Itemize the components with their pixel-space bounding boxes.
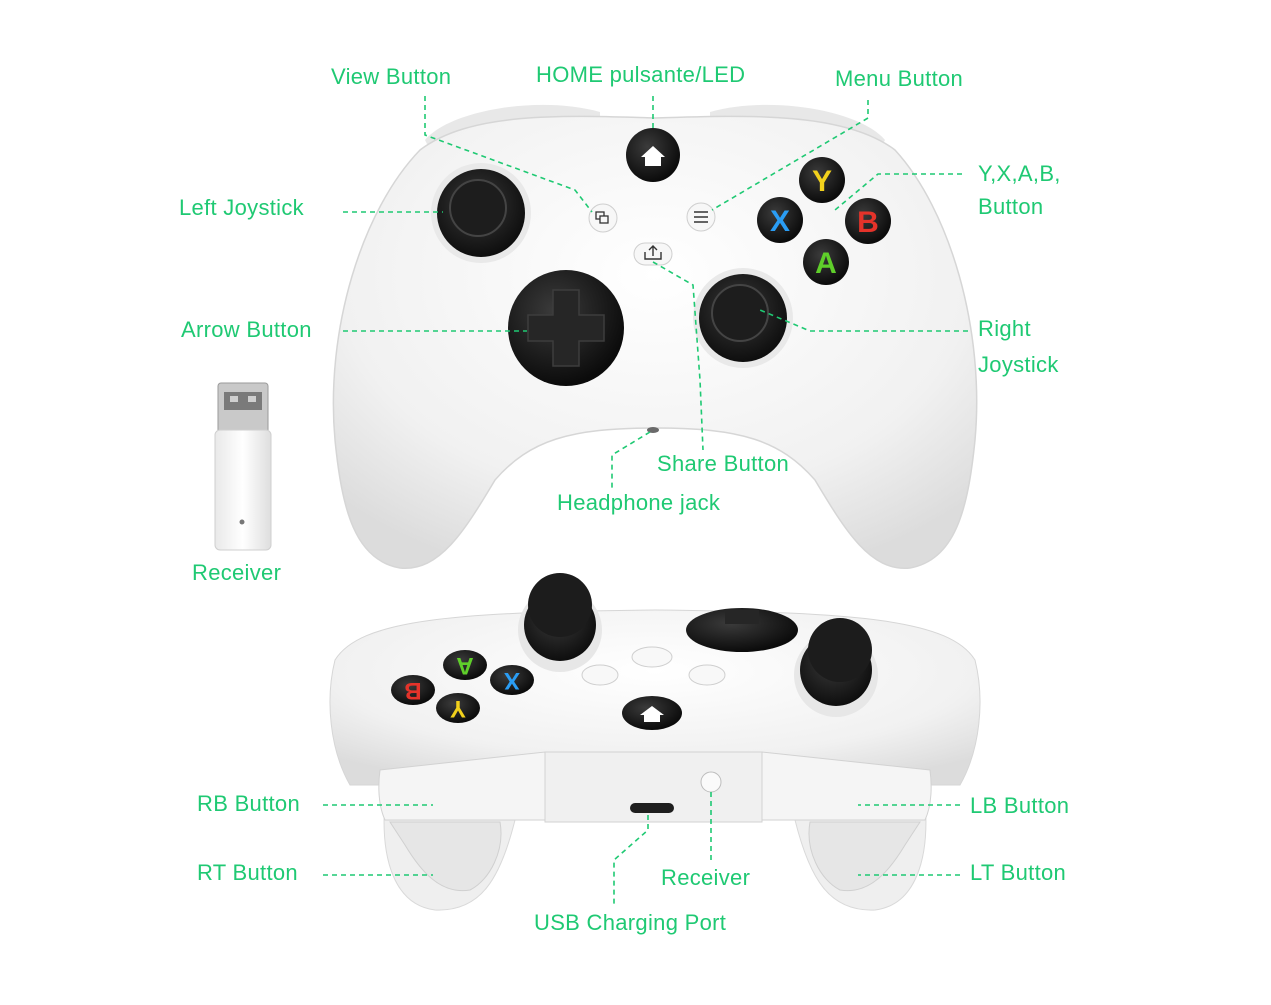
- label-rb-button: RB Button: [197, 791, 300, 816]
- leader-share: [652, 261, 704, 451]
- pair-button[interactable]: [700, 771, 722, 793]
- svg-text:X: X: [504, 667, 520, 694]
- x-button[interactable]: X: [757, 197, 803, 243]
- leader-menu: [711, 100, 869, 211]
- front-controller: Y X B A: [332, 104, 978, 569]
- leader-view: [424, 96, 593, 213]
- label-share-button: Share Button: [657, 451, 790, 476]
- back-view-dpad: [686, 608, 798, 652]
- svg-text:X: X: [770, 205, 790, 238]
- label-view-button: View Button: [331, 64, 452, 89]
- usb-charging-port: [630, 803, 674, 813]
- back-controller: A B X Y: [329, 573, 981, 911]
- svg-text:A: A: [815, 247, 837, 280]
- home-icon: [641, 146, 665, 166]
- rt-trigger[interactable]: [389, 821, 502, 892]
- label-yxab-line1: Y,X,A,B,: [978, 161, 1061, 186]
- svg-text:B: B: [857, 206, 879, 239]
- svg-text:Y: Y: [450, 695, 466, 722]
- receiver-dongle: [214, 382, 272, 551]
- label-right-joystick-line2: Joystick: [978, 352, 1059, 377]
- y-button[interactable]: Y: [799, 157, 845, 203]
- label-lb-button: LB Button: [970, 793, 1070, 818]
- label-headphone-jack: Headphone jack: [557, 490, 721, 515]
- label-right-joystick-line1: Right: [978, 316, 1031, 341]
- leader-headphone: [611, 431, 651, 490]
- leader-usb: [613, 815, 649, 905]
- svg-text:B: B: [404, 677, 421, 704]
- label-receiver-back: Receiver: [661, 865, 751, 890]
- label-receiver-dongle: Receiver: [192, 560, 282, 585]
- svg-text:A: A: [456, 652, 473, 679]
- share-icon: [644, 245, 662, 260]
- svg-text:Y: Y: [812, 165, 832, 198]
- label-usb-charging-port: USB Charging Port: [534, 910, 727, 935]
- leader-lines: [323, 96, 968, 905]
- label-home-button: HOME pulsante/LED: [536, 62, 746, 87]
- label-rt-button: RT Button: [197, 860, 298, 885]
- label-arrow-button: Arrow Button: [181, 317, 312, 342]
- lt-trigger[interactable]: [808, 821, 921, 892]
- leader-yxab: [834, 173, 962, 211]
- view-icon: [595, 211, 609, 224]
- leader-right-joystick: [759, 309, 968, 332]
- label-left-joystick: Left Joystick: [179, 195, 304, 220]
- b-button[interactable]: B: [845, 198, 891, 244]
- a-button[interactable]: A: [803, 239, 849, 285]
- headphone-jack: [647, 427, 659, 433]
- label-yxab-line2: Button: [978, 194, 1044, 219]
- menu-icon: [694, 211, 708, 223]
- label-menu-button: Menu Button: [835, 66, 964, 91]
- label-lt-button: LT Button: [970, 860, 1067, 885]
